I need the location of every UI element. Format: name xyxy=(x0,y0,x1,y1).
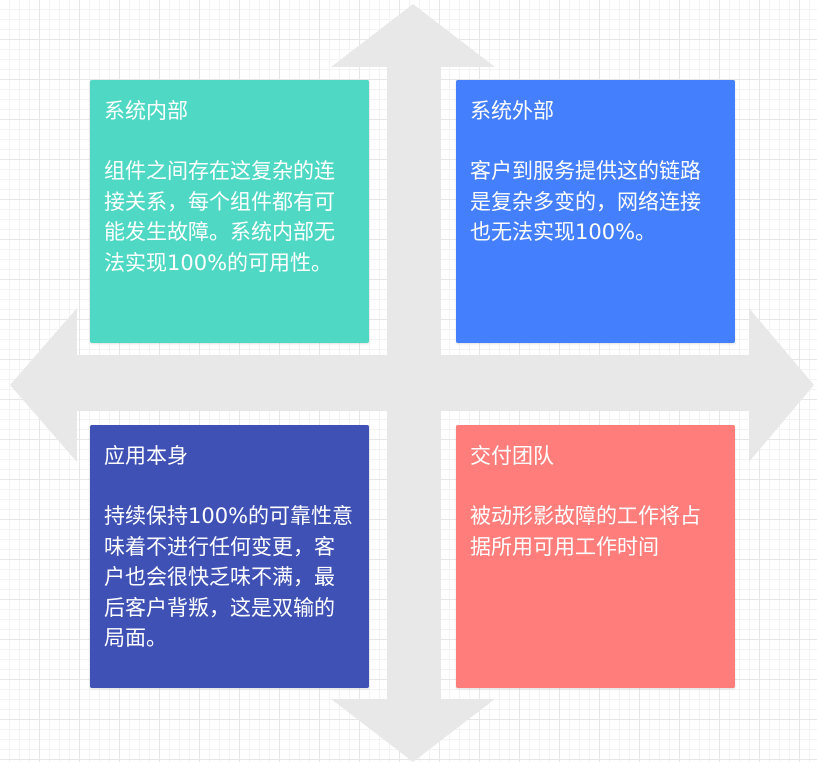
card-title: 应用本身 xyxy=(104,444,188,468)
card-title: 系统内部 xyxy=(104,99,188,123)
card-body: 被动形影故障的工作将占据所用可用工作时间 xyxy=(470,504,701,559)
card-body: 组件之间存在这复杂的连接关系，每个组件都有可能发生故障。系统内部无法实现100%… xyxy=(104,159,335,275)
card-title: 系统外部 xyxy=(470,99,554,123)
quadrant-card-system-external: 系统外部 客户到服务提供这的链路是复杂多变的，网络连接也无法实现100%。 xyxy=(456,80,735,343)
card-body: 客户到服务提供这的链路是复杂多变的，网络连接也无法实现100%。 xyxy=(470,159,701,244)
quadrant-card-application: 应用本身 持续保持100%的可靠性意味着不进行任何变更，客户也会很快乏味不满，最… xyxy=(90,425,369,688)
quadrant-card-system-internal: 系统内部 组件之间存在这复杂的连接关系，每个组件都有可能发生故障。系统内部无法实… xyxy=(90,80,369,343)
card-title: 交付团队 xyxy=(470,444,554,468)
card-body: 持续保持100%的可靠性意味着不进行任何变更，客户也会很快乏味不满，最后客户背叛… xyxy=(104,504,354,650)
quadrant-card-delivery-team: 交付团队 被动形影故障的工作将占据所用可用工作时间 xyxy=(456,425,735,688)
four-way-arrow-icon xyxy=(10,4,814,762)
